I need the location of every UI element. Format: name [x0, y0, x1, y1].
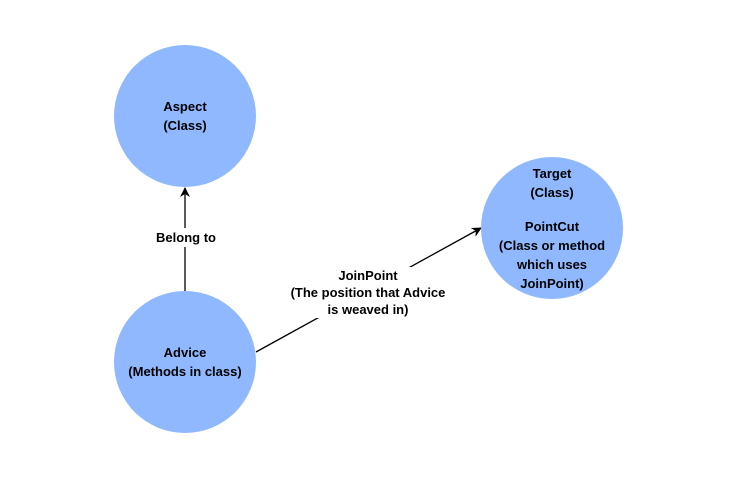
target-node: Target (Class) PointCut (Class or method… [481, 157, 623, 299]
advice-node: Advice (Methods in class) [114, 291, 256, 433]
pointcut-line-2: which uses [516, 256, 588, 272]
joinpoint-line-2: is weaved in) [327, 302, 409, 317]
target-title: Target [532, 165, 572, 181]
aspect-title: Aspect [163, 99, 207, 114]
advice-title: Advice [163, 345, 207, 360]
pointcut-line-3: JoinPoint) [520, 275, 584, 291]
joinpoint-label: JoinPoint (The position that Advice is w… [280, 267, 456, 318]
joinpoint-line-1: (The position that Advice [290, 285, 446, 300]
joinpoint-title: JoinPoint [338, 268, 398, 283]
aspect-subtitle: (Class) [163, 118, 207, 133]
aspect-node: Aspect (Class) [114, 45, 256, 187]
advice-subtitle: (Methods in class) [128, 364, 242, 379]
pointcut-line-1: (Class or method [498, 237, 606, 253]
target-subtitle: (Class) [530, 184, 574, 200]
pointcut-title: PointCut [524, 218, 580, 234]
belong-to-label: Belong to [148, 228, 224, 247]
belong-to-text: Belong to [156, 230, 216, 245]
